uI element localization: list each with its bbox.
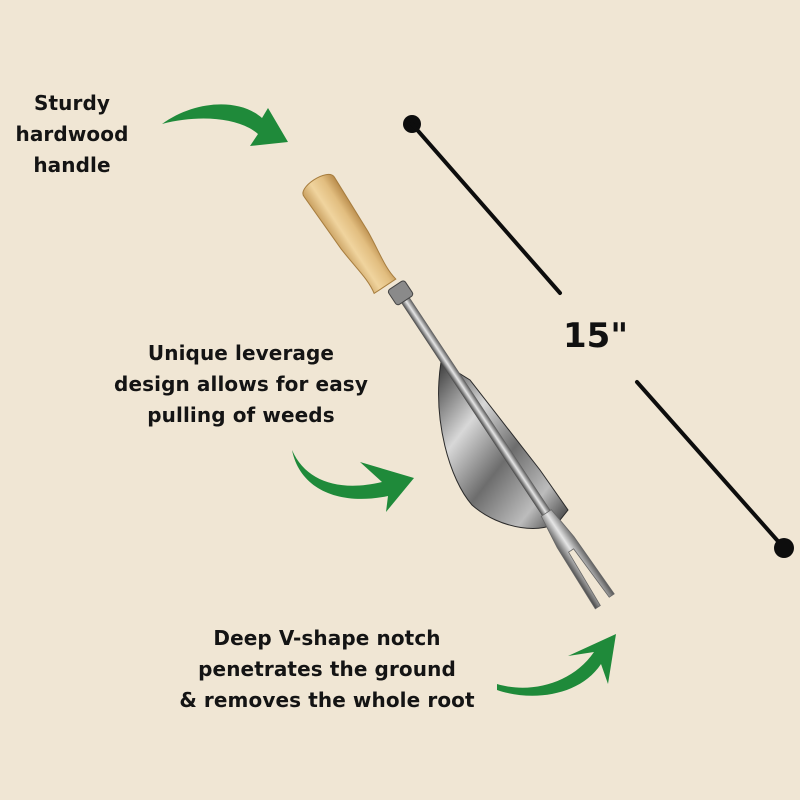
callout-line: Unique leverage xyxy=(147,341,335,365)
callout-line: pulling of weeds xyxy=(147,403,335,427)
callout-line: design allows for easy xyxy=(114,372,368,396)
measurement-line-icon xyxy=(403,115,794,558)
hardwood-handle xyxy=(302,174,397,295)
callout-line: penetrates the ground xyxy=(198,657,456,681)
curved-arrow-icon xyxy=(162,104,288,146)
curved-arrow-icon xyxy=(292,450,414,512)
callout-line: hardwood xyxy=(15,122,129,146)
callout-line: Deep V-shape notch xyxy=(213,626,441,650)
callout-leverage-design: Unique leverage design allows for easy p… xyxy=(96,338,386,431)
length-measurement-label: 15" xyxy=(563,316,629,356)
callout-line: & removes the whole root xyxy=(179,688,475,712)
v-notch-fork xyxy=(540,509,615,610)
callout-hardwood-handle: Sturdy hardwood handle xyxy=(14,88,130,181)
callout-v-notch: Deep V-shape notch penetrates the ground… xyxy=(156,623,498,716)
callout-line: Sturdy xyxy=(33,91,111,115)
callout-line: handle xyxy=(33,153,111,177)
ferrule xyxy=(387,280,414,306)
curved-arrow-icon xyxy=(497,634,616,696)
steel-shaft xyxy=(395,289,554,520)
